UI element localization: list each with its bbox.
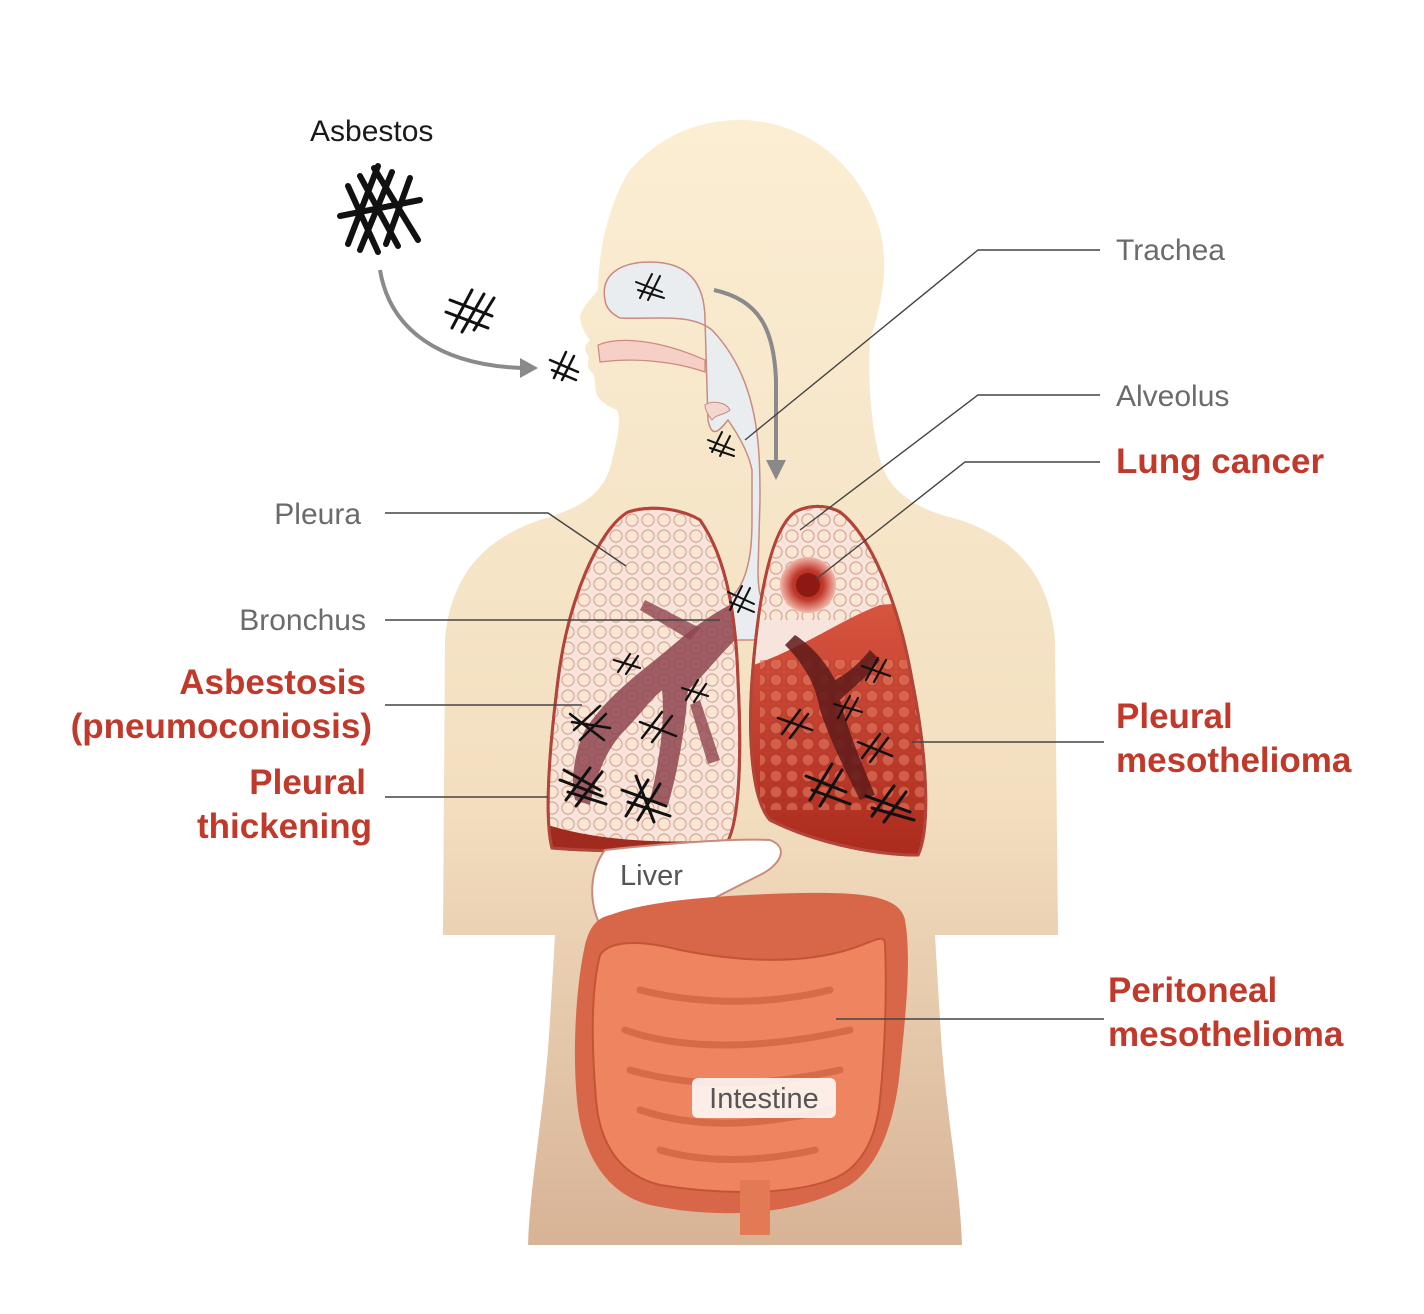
airflow-arrow bbox=[713, 288, 786, 480]
asbestos-fibers-bronchus bbox=[727, 585, 755, 613]
label-pleural-thickening-2: thickening bbox=[197, 807, 372, 846]
asbestos-fibers-right-lung bbox=[776, 656, 916, 824]
label-liver: Liver bbox=[620, 860, 683, 892]
label-peritoneal-mesothelioma-1: Peritoneal bbox=[1108, 971, 1277, 1010]
intestines bbox=[574, 892, 908, 1235]
label-alveolus: Alveolus bbox=[1116, 380, 1229, 413]
label-asbestos: Asbestos bbox=[310, 115, 433, 148]
asbestos-fibers-mouth bbox=[548, 350, 580, 382]
label-pleura: Pleura bbox=[274, 498, 361, 531]
label-peritoneal-mesothelioma-2: mesothelioma bbox=[1108, 1015, 1344, 1054]
leader-lines bbox=[385, 249, 1104, 1020]
intestine-label-bg bbox=[692, 1078, 836, 1118]
asbestos-fibers-airborne bbox=[444, 288, 496, 334]
label-intestine: Intestine bbox=[709, 1083, 819, 1115]
label-pleural-mesothelioma-2: mesothelioma bbox=[1116, 741, 1352, 780]
label-pneumoconiosis: (pneumoconiosis) bbox=[71, 707, 372, 746]
asbestos-fibers-nose bbox=[635, 273, 665, 301]
asbestos-fibers-left-lung bbox=[558, 652, 710, 824]
label-pleural-thickening-1: Pleural bbox=[249, 763, 366, 802]
label-bronchus: Bronchus bbox=[239, 604, 366, 637]
label-lung-cancer: Lung cancer bbox=[1116, 442, 1324, 481]
asbestos-fibers-trachea bbox=[707, 431, 735, 457]
asbestos-fibers-large bbox=[337, 163, 423, 255]
label-asbestosis: Asbestosis bbox=[179, 663, 366, 702]
inhalation-arrow bbox=[378, 269, 538, 378]
label-trachea: Trachea bbox=[1116, 234, 1225, 267]
airway bbox=[597, 261, 792, 641]
label-pleural-mesothelioma-1: Pleural bbox=[1116, 697, 1233, 736]
